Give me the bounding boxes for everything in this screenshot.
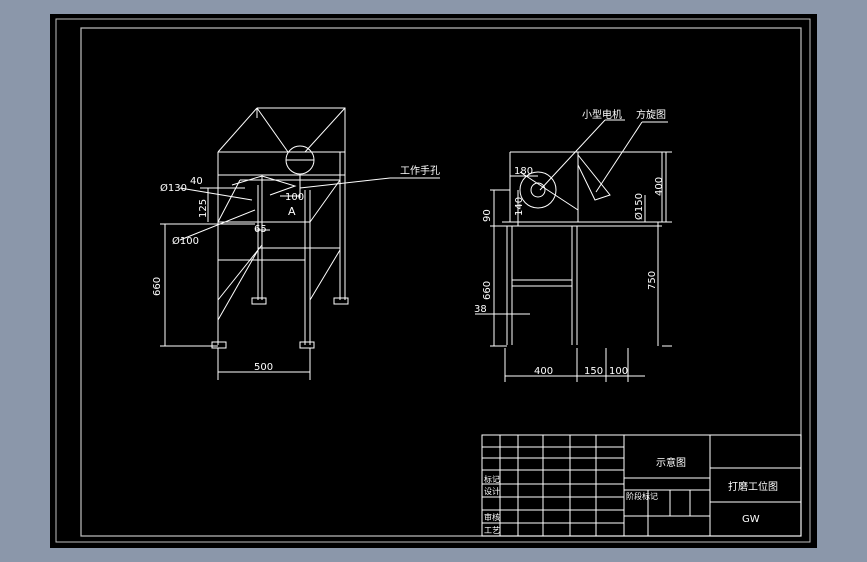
dim-right-150: 150	[584, 366, 603, 377]
dim-right-400-vertical: 400	[654, 177, 665, 196]
dim-left-100: 100	[285, 192, 304, 203]
title-block	[481, 434, 802, 537]
dim-left-660: 660	[152, 277, 163, 296]
dim-right-38: 38	[474, 304, 487, 315]
title-block-label-process: 工艺	[484, 526, 500, 535]
title-block-label-review: 审核	[484, 512, 500, 522]
title-block-code: GW	[742, 514, 760, 525]
dim-right-90: 90	[482, 209, 493, 222]
dim-right-180: 180	[514, 166, 533, 177]
outer-border	[55, 18, 811, 543]
right-front-view	[475, 119, 672, 382]
dim-right-660: 660	[482, 281, 493, 300]
title-block-label-design: 设计	[484, 486, 500, 496]
dim-left-500: 500	[254, 362, 273, 373]
dim-right-100: 100	[609, 366, 628, 377]
left-isometric-view	[160, 107, 440, 380]
callout-work-handhole: 工作手孔	[400, 164, 440, 177]
dim-right-140: 140	[514, 197, 525, 216]
callout-small-motor: 小型电机	[582, 108, 622, 121]
title-block-label-mark: 标记	[484, 474, 500, 484]
dim-left-dia100: Ø100	[172, 235, 199, 247]
inner-frame	[80, 27, 802, 537]
dim-right-750: 750	[647, 271, 658, 290]
callout-flange: 方旋图	[636, 108, 666, 121]
dim-right-400-horizontal: 400	[534, 366, 553, 377]
title-block-drawing-name: 打磨工位图	[728, 480, 778, 493]
title-block-diagram-title: 示意图	[656, 456, 686, 469]
paper-background	[50, 14, 817, 548]
section-label-a: A	[288, 205, 296, 218]
dim-right-dia150: Ø150	[633, 193, 645, 220]
dim-left-65: 65	[254, 224, 267, 235]
dim-left-dia130: Ø130	[160, 182, 187, 194]
title-block-label-stage-mark: 阶段标记	[626, 491, 658, 501]
dim-left-125: 125	[198, 199, 209, 218]
dim-left-40: 40	[190, 176, 203, 187]
